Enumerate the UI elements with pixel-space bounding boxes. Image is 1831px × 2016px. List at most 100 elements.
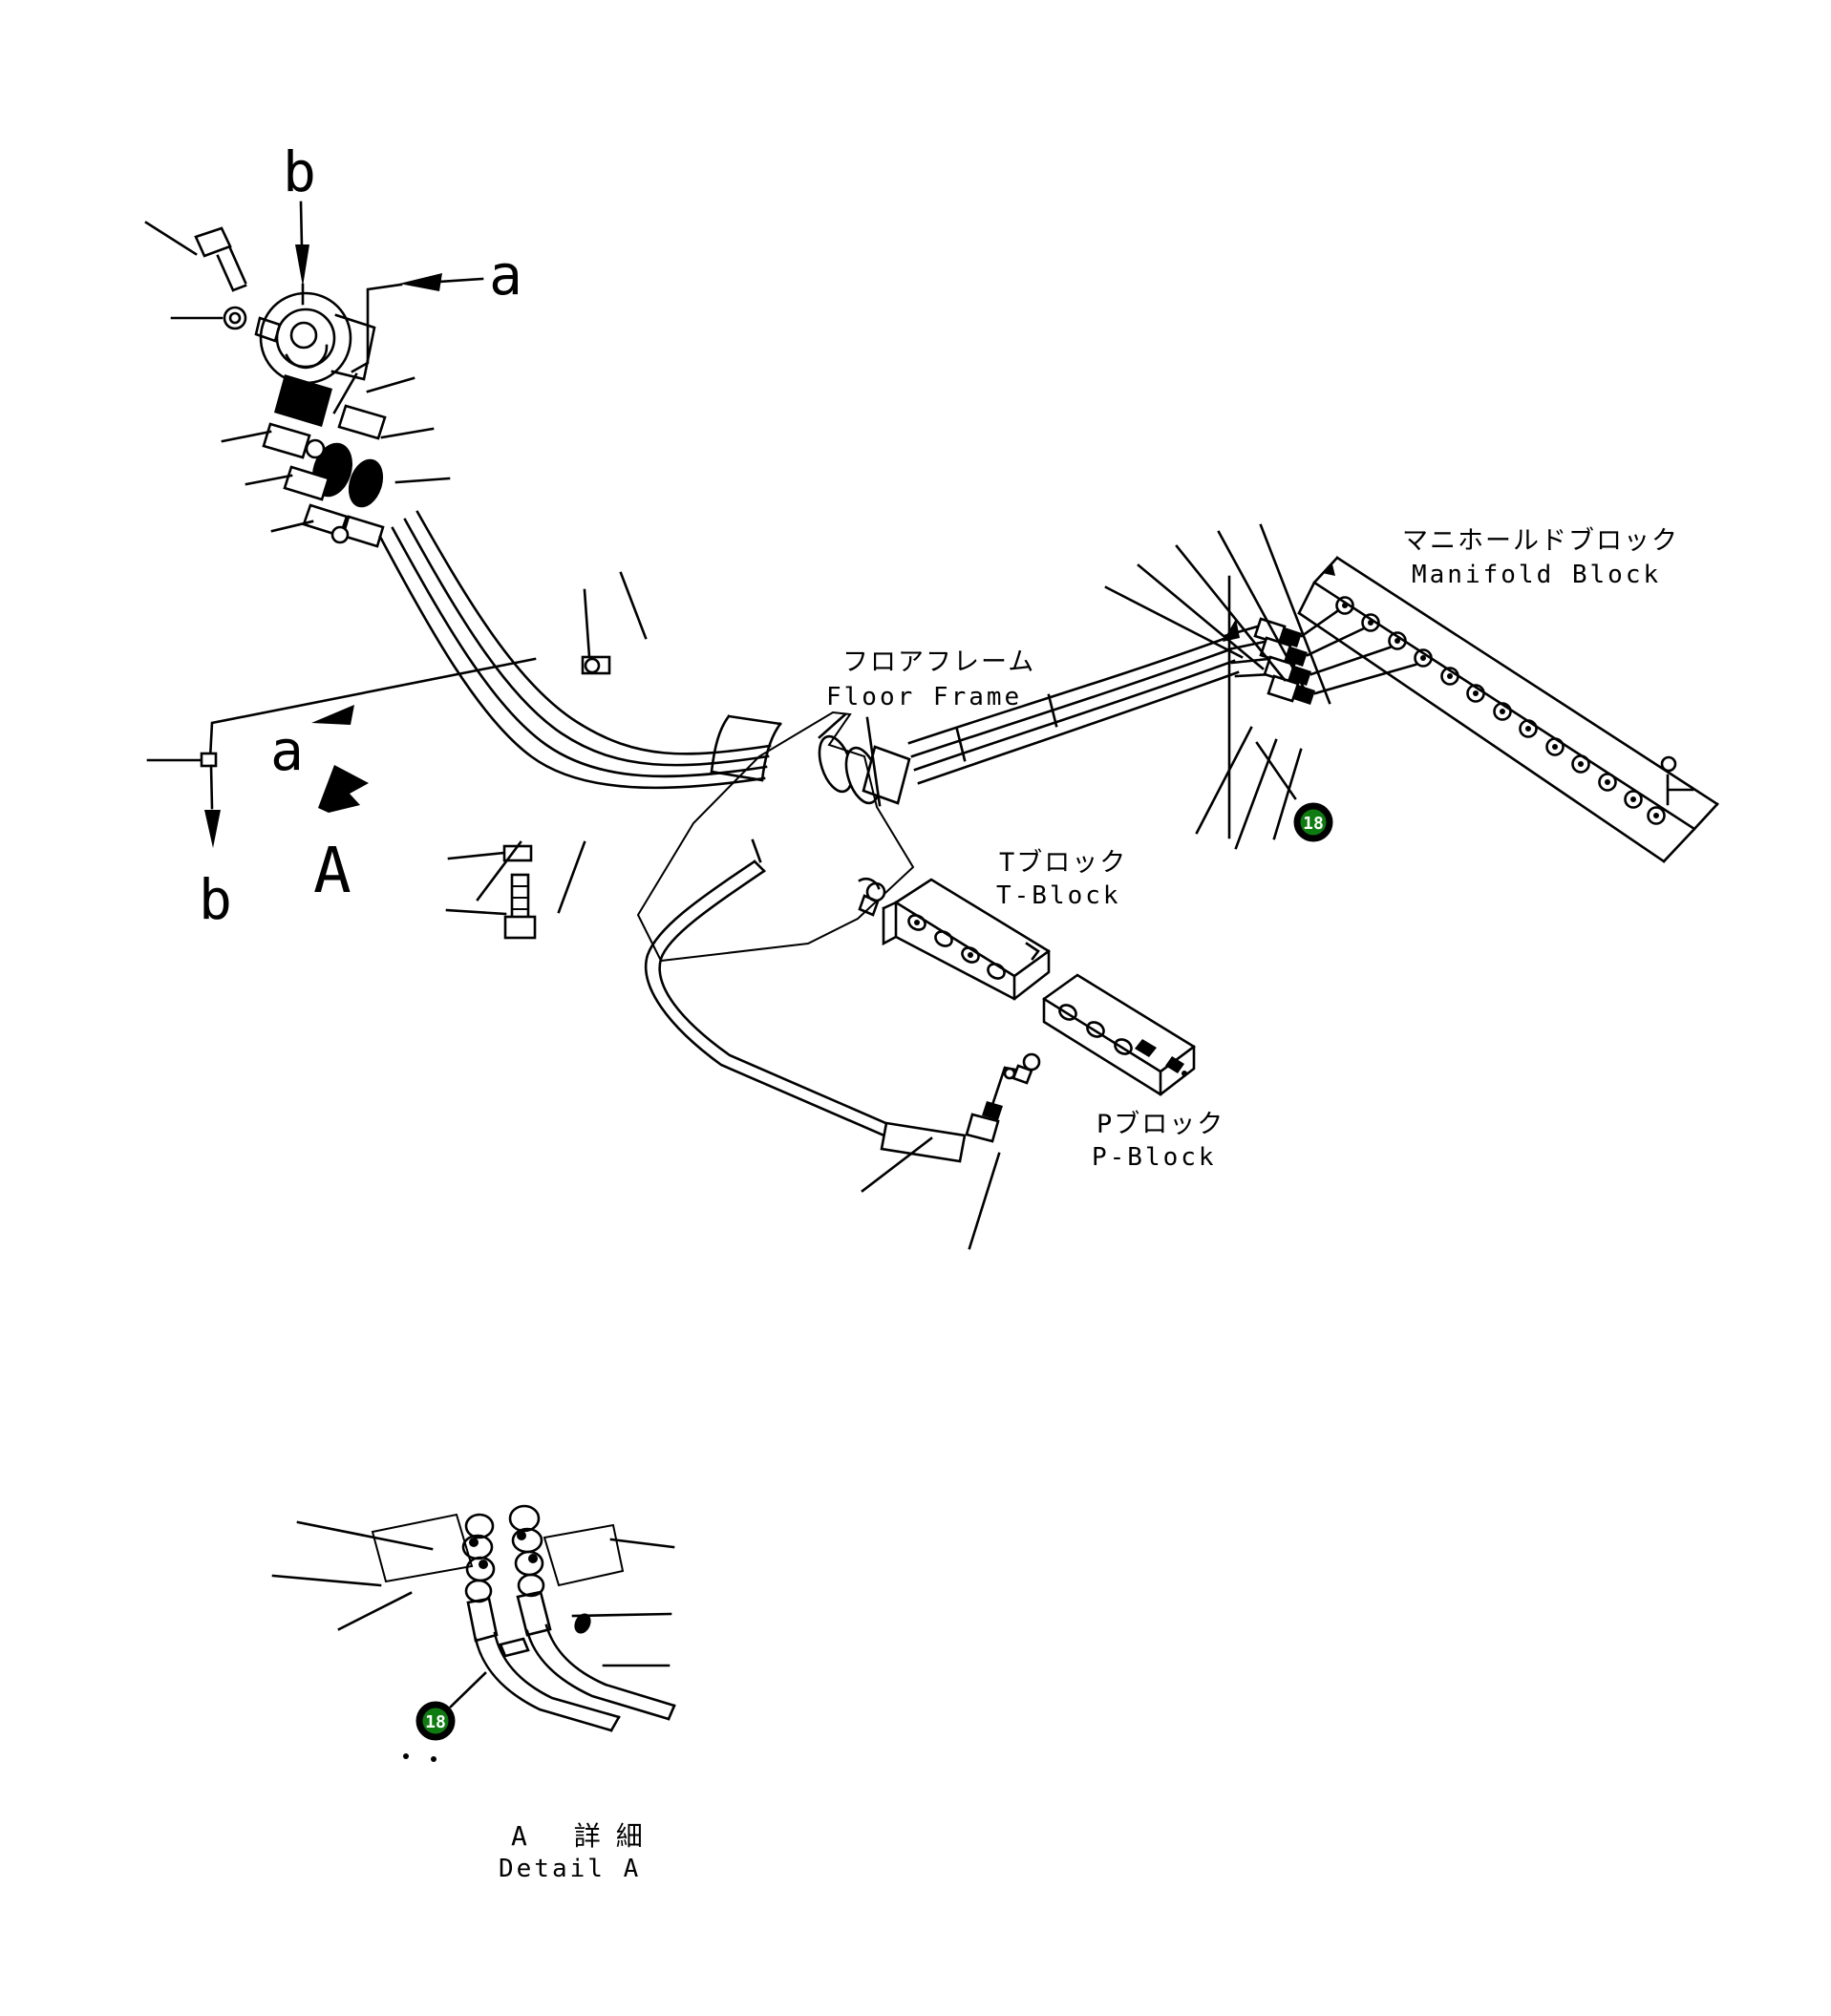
text-labels: マニホールドブロック Manifold Block フロアフレーム Floor … <box>499 526 1677 1883</box>
leader-lines <box>476 840 586 914</box>
hose-stubs <box>1223 624 1274 678</box>
hose-end <box>751 838 766 873</box>
badge-circle[interactable] <box>415 1701 456 1741</box>
badge-leader <box>449 1671 487 1708</box>
bolt-shank <box>216 246 247 292</box>
t-block-label-jp: Tブロック <box>999 848 1127 878</box>
callout-badge-18-detail[interactable]: 18 <box>415 1701 456 1741</box>
end-fitting-detail <box>1011 1064 1033 1085</box>
port-dot <box>914 920 920 925</box>
mid-view-markers: a b A <box>146 657 537 932</box>
hose-end-fitting <box>880 1121 967 1163</box>
leader-lines-down <box>1195 726 1303 850</box>
view-arrow-b-top: b <box>283 139 316 306</box>
bolt-threads <box>512 885 528 910</box>
view-letter-b: b <box>283 139 316 204</box>
hose <box>917 670 1240 785</box>
fitting-links <box>1300 609 1417 695</box>
elbow-fitting <box>262 422 311 459</box>
leader-line <box>144 221 198 256</box>
hose-clamp <box>710 714 782 782</box>
hose <box>913 659 1236 772</box>
arrow-line <box>437 277 484 284</box>
p-block <box>1003 973 1196 1096</box>
bracket-plate <box>371 1513 474 1583</box>
arrow-line <box>209 764 214 810</box>
t-block-notch <box>1025 942 1040 961</box>
floor-frame-label-jp: フロアフレーム <box>842 647 1035 677</box>
valve-flange <box>330 313 376 381</box>
leader-fan <box>1104 523 1331 705</box>
hose <box>544 1623 676 1708</box>
port-plug-dark <box>1135 1039 1184 1073</box>
connector-port <box>584 657 601 674</box>
elbow-fitting <box>341 515 385 548</box>
manifold-block-label-en: Manifold Block <box>1412 561 1661 589</box>
manifold-fitting-cluster <box>1104 523 1417 850</box>
bolt-head <box>194 226 232 258</box>
elbow-dark <box>982 1101 1003 1120</box>
p-block-edges <box>1042 997 1196 1096</box>
manifold-bottom-edge <box>1297 611 1666 863</box>
leader-line <box>447 851 506 860</box>
p-block-label-jp: Pブロック <box>1096 1110 1224 1139</box>
washer <box>330 525 350 544</box>
hose <box>910 647 1232 758</box>
badge-circle[interactable] <box>1293 802 1333 842</box>
view-letter-a: a <box>270 718 304 783</box>
arrow-down-icon <box>204 810 221 848</box>
p-block-label-en: P-Block <box>1092 1143 1217 1172</box>
port <box>987 963 1006 980</box>
nut <box>223 306 247 330</box>
hose <box>378 535 766 790</box>
callout-badge-18-manifold[interactable]: 18 <box>1293 802 1333 842</box>
arrow-down-icon <box>295 244 309 286</box>
view-letter-a: a <box>489 243 522 308</box>
end-fitting <box>1022 1052 1041 1072</box>
hose-tie <box>955 693 1058 762</box>
t-block-end <box>882 901 898 946</box>
arrow-left-icon <box>311 705 354 725</box>
port-dot <box>968 952 973 958</box>
manifold-block <box>1297 556 1719 863</box>
leader-lines-left <box>271 1520 434 1631</box>
arrow-icon <box>1223 619 1240 642</box>
detail-a-label-jp: A 詳細 <box>511 1820 658 1852</box>
valve-tab <box>254 316 282 343</box>
valve-body-inner <box>275 308 336 369</box>
port <box>934 930 953 947</box>
port-dot <box>1182 1071 1187 1076</box>
hose-loop <box>658 869 892 1127</box>
fitting-dark <box>348 458 384 508</box>
leader-lines <box>861 1136 1001 1250</box>
hose <box>525 1629 671 1721</box>
hose-socket <box>466 1597 499 1643</box>
hose-socket <box>516 1590 552 1637</box>
hose-loop <box>644 859 888 1138</box>
elbow-fitting <box>965 1113 1000 1143</box>
leader-lines-right <box>571 1538 675 1667</box>
hose <box>391 526 768 778</box>
hose <box>907 636 1228 745</box>
manifold-top-edge <box>1335 556 1719 806</box>
arrow-left-icon <box>399 273 442 291</box>
nut-hole <box>228 311 242 325</box>
section-line <box>208 657 537 760</box>
badge-number: 18 <box>425 1712 446 1732</box>
manifold-ports <box>1335 596 1666 825</box>
p-block-body <box>1042 973 1196 1096</box>
arrow-leader <box>351 283 403 373</box>
clip <box>200 752 218 768</box>
arrow-line <box>299 201 304 248</box>
bolt-head <box>503 915 537 940</box>
connector <box>581 655 611 675</box>
dot <box>431 1756 436 1762</box>
valve-center <box>289 321 318 350</box>
leader-lines-right <box>332 372 451 484</box>
port <box>1058 1004 1077 1021</box>
washer <box>1003 1067 1016 1080</box>
elbow-fitting <box>337 404 387 440</box>
end-mark <box>1322 564 1335 576</box>
detail-letter-A: A <box>313 834 351 907</box>
